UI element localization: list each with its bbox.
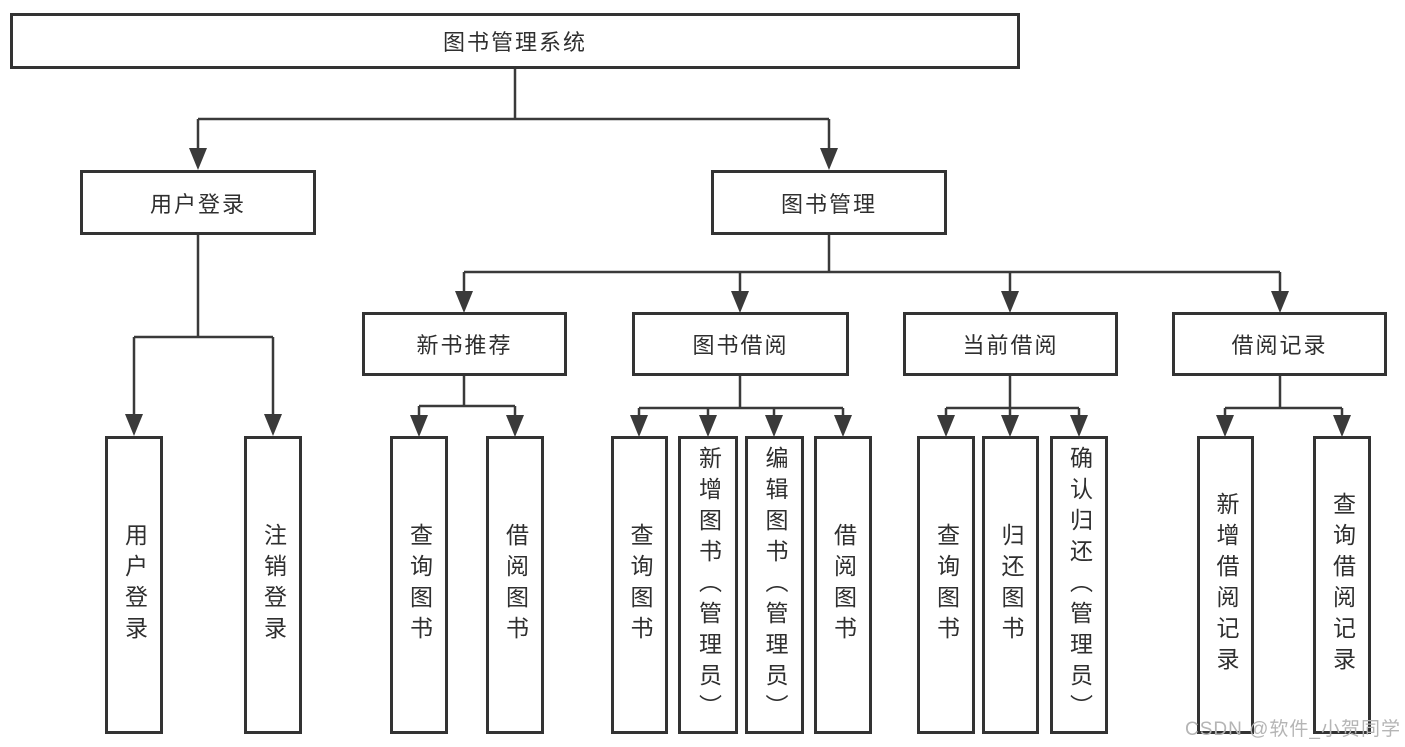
node-book-borrowing-label: 图书借阅	[692, 333, 789, 358]
leaf-records-add-record-label: 新增借阅记录	[1213, 492, 1239, 678]
leaf-current-query-book: 查询图书	[917, 436, 975, 734]
leaf-borrowing-query-book-label: 查询图书	[627, 523, 653, 647]
leaf-borrowing-borrow-book-label: 借阅图书	[830, 523, 857, 647]
leaf-current-return-book: 归还图书	[982, 436, 1039, 734]
leaf-borrowing-add-book-admin-label: 新增图书（管理员）	[695, 445, 722, 725]
node-user-login: 用户登录	[80, 170, 316, 235]
leaf-current-confirm-return-admin: 确认归还（管理员）	[1050, 436, 1108, 734]
leaf-logout-login: 注销登录	[244, 436, 302, 734]
watermark: CSDN @软件_小贺同学	[1185, 719, 1401, 740]
node-new-book-recommend-label: 新书推荐	[416, 333, 513, 358]
node-root: 图书管理系统	[10, 13, 1020, 69]
node-user-login-label: 用户登录	[149, 191, 246, 217]
leaf-borrowing-edit-book-admin-label: 编辑图书（管理员）	[762, 445, 788, 725]
leaf-records-add-record: 新增借阅记录	[1197, 436, 1254, 734]
node-book-management: 图书管理	[711, 170, 947, 235]
leaf-borrowing-query-book: 查询图书	[611, 436, 668, 734]
leaf-records-query-record: 查询借阅记录	[1313, 436, 1371, 734]
leaf-user-login-label: 用户登录	[121, 523, 148, 647]
leaf-recommend-query-book: 查询图书	[390, 436, 448, 734]
leaf-records-query-record-label: 查询借阅记录	[1329, 492, 1356, 678]
leaf-user-login: 用户登录	[105, 436, 163, 734]
leaf-current-return-book-label: 归还图书	[998, 523, 1024, 647]
leaf-current-query-book-label: 查询图书	[933, 523, 960, 647]
leaf-borrowing-borrow-book: 借阅图书	[814, 436, 872, 734]
node-current-borrowing-label: 当前借阅	[962, 333, 1059, 358]
leaf-borrowing-edit-book-admin: 编辑图书（管理员）	[745, 436, 804, 734]
node-current-borrowing: 当前借阅	[903, 312, 1118, 376]
leaf-logout-login-label: 注销登录	[260, 523, 287, 647]
node-borrowing-records-label: 借阅记录	[1231, 333, 1328, 358]
node-root-label: 图书管理系统	[442, 30, 587, 55]
leaf-borrowing-add-book-admin: 新增图书（管理员）	[678, 436, 738, 734]
node-new-book-recommend: 新书推荐	[362, 312, 567, 376]
leaf-recommend-borrow-book-label: 借阅图书	[502, 523, 529, 647]
node-book-borrowing: 图书借阅	[632, 312, 849, 376]
node-borrowing-records: 借阅记录	[1172, 312, 1387, 376]
node-book-management-label: 图书管理	[780, 191, 877, 217]
leaf-recommend-query-book-label: 查询图书	[406, 523, 433, 647]
leaf-current-confirm-return-admin-label: 确认归还（管理员）	[1066, 445, 1093, 725]
leaf-recommend-borrow-book: 借阅图书	[486, 436, 544, 734]
arrowheads	[125, 148, 1351, 437]
